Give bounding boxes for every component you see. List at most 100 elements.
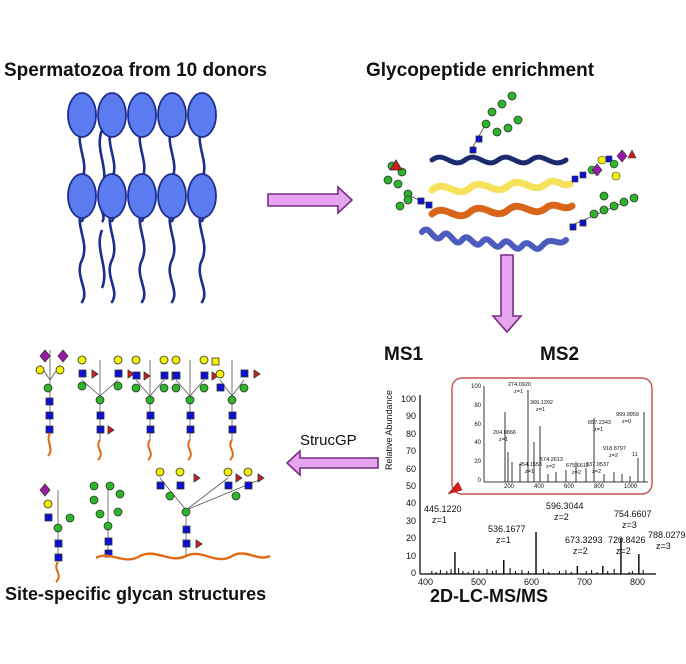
ms1-x-tick-label: 500 <box>471 577 487 587</box>
ms1-peak-mz: 596.3044 <box>546 501 584 511</box>
label-strucgp: StrucGP <box>300 432 357 449</box>
ms1-y-tick-label: 0 <box>410 568 416 578</box>
zoom-pointer-icon <box>447 481 463 495</box>
ms1-y-tick-label: 30 <box>405 515 416 526</box>
ms2-peak-charge: z=1 <box>525 469 535 475</box>
sperm-cells-group <box>66 91 218 304</box>
ms2-peak-mz: 366.1392 <box>530 400 553 406</box>
ms2-peak-charge: z=1 <box>514 389 524 395</box>
peptide-backbone <box>95 552 271 561</box>
glycan-right-lower <box>569 191 639 231</box>
ms2-y-tick-label: 60 <box>474 421 481 428</box>
glycan-structure <box>171 355 219 461</box>
ms1-x-tick-label: 400 <box>418 577 434 587</box>
sperm-cell-icon <box>66 172 98 304</box>
ms2-peak-mz: 999.9959 <box>616 412 639 418</box>
ms1-peak-charge: z=3 <box>622 520 637 530</box>
ms1-x-tick-label: 600 <box>524 577 540 587</box>
ms2-peak-charge: z=2 <box>592 469 602 475</box>
ms1-y-tick-label: 20 <box>405 533 416 544</box>
ms1-y-tick-label: 10 <box>405 550 416 561</box>
ms1-y-tick-label: 50 <box>405 481 416 491</box>
ms2-y-tick-label: 20 <box>474 459 481 466</box>
ms1-y-tick-label: 40 <box>405 498 416 509</box>
glycan-structure <box>131 355 179 461</box>
ms2-peak-mz: 837.9537 <box>586 462 609 468</box>
ms1-peak-charge: z=3 <box>656 541 671 551</box>
ms1-peak-mz: 788.0279 <box>648 530 686 540</box>
ms1-y-tick-label: 70 <box>405 446 416 457</box>
ms1-y-tick-label: 60 <box>405 463 416 474</box>
ms2-peak-charge: z=2 <box>546 464 556 470</box>
ms1-spectrum <box>419 395 656 575</box>
glycan-top <box>469 91 523 154</box>
ms2-peak-charge: z=0 <box>622 419 632 425</box>
title-structures: Site-specific glycan structures <box>5 584 267 604</box>
glycan-structure <box>39 483 75 583</box>
ms2-peak-mz: 204.0866 <box>493 430 516 436</box>
ms1-peaks <box>431 532 644 574</box>
ms2-y-tick-label: 0 <box>477 478 481 484</box>
title-lcms: 2D-LC-MS/MS <box>430 586 548 606</box>
ms1-peak-charge: z=2 <box>616 546 631 556</box>
ms2-x-tick-label: 200 <box>504 484 515 490</box>
ms1-y-tick-label: 90 <box>405 411 416 422</box>
glycan-structure <box>77 355 135 461</box>
ms1-x-tick-label: 800 <box>630 577 646 587</box>
ms2-peak-charge: z=1 <box>499 437 509 443</box>
ms1-peak-charge: z=1 <box>496 535 511 545</box>
ms2-inset <box>447 377 653 495</box>
ms2-peak-mz: 11 <box>632 452 638 458</box>
ms2-peak-mz: 574.2613 <box>540 457 563 463</box>
glycan-structure <box>35 349 69 457</box>
ms1-y-tick-label: 100 <box>400 394 416 404</box>
ms1-y-axis-label: Relative Abundance <box>384 389 394 470</box>
ms1-y-tick-label: 80 <box>405 428 416 439</box>
title-enrichment: Glycopeptide enrichment <box>366 60 595 81</box>
ms1-peak-mz: 445.1220 <box>424 504 462 514</box>
ms2-inset-frame <box>451 377 653 495</box>
ms2-peak-mz: 675.6611 <box>566 463 589 469</box>
arrow-left <box>285 449 379 477</box>
ms2-x-tick-label: 600 <box>564 484 575 490</box>
ms2-x-tick-label: 800 <box>594 484 605 490</box>
ms1-peak-charge: z=2 <box>573 546 588 556</box>
diagram-canvas <box>35 91 656 583</box>
peptide-strand-yellow <box>428 177 574 196</box>
title-spermatozoa: Spermatozoa from 10 donors <box>4 60 267 81</box>
glycan-structures-bottom-row <box>39 467 271 583</box>
ms1-peak-mz: 754.6607 <box>614 509 652 519</box>
sperm-cell-icon <box>156 172 188 304</box>
ms2-peak-mz: 274.0920 <box>508 382 531 388</box>
glycan-structures-top-row <box>35 349 261 461</box>
peptide-strand-blue <box>419 226 569 252</box>
ms2-peak-charge: z=2 <box>572 470 582 476</box>
ms1-peak-charge: z=2 <box>554 512 569 522</box>
glycan-structure <box>155 467 265 556</box>
arrow-right <box>267 185 354 215</box>
peptide-strand-orange <box>428 201 576 220</box>
ms2-peaks <box>504 390 645 482</box>
sperm-cell-icon <box>126 172 158 304</box>
ms2-y-tick-label: 100 <box>470 384 481 390</box>
peptide-strand-navy <box>429 154 569 166</box>
glycan-left <box>383 159 433 211</box>
ms1-x-tick-label: 700 <box>577 577 593 587</box>
ms1-peak-mz: 720.8426 <box>608 535 646 545</box>
ms1-peak-mz: 673.3293 <box>565 535 603 545</box>
glycopeptide-strands <box>419 154 576 252</box>
graphical-abstract: Spermatozoa from 10 donors Glycopeptide … <box>4 60 686 606</box>
ms2-y-tick-label: 40 <box>474 440 481 447</box>
label-ms2: MS2 <box>540 344 580 365</box>
sperm-cell-icon <box>96 172 128 304</box>
arrow-down <box>491 254 523 334</box>
sperm-cell-icon <box>186 172 218 304</box>
ms2-peak-charge: z=1 <box>594 427 604 433</box>
glycan-structure <box>89 481 125 558</box>
label-ms1: MS1 <box>384 344 424 365</box>
glycan-structure <box>211 357 261 461</box>
ms2-peak-mz: 657.2343 <box>588 420 611 426</box>
ms2-y-tick-label: 80 <box>474 402 481 409</box>
ms2-x-tick-label: 1000 <box>624 484 638 490</box>
ms2-x-tick-label: 400 <box>534 484 545 490</box>
